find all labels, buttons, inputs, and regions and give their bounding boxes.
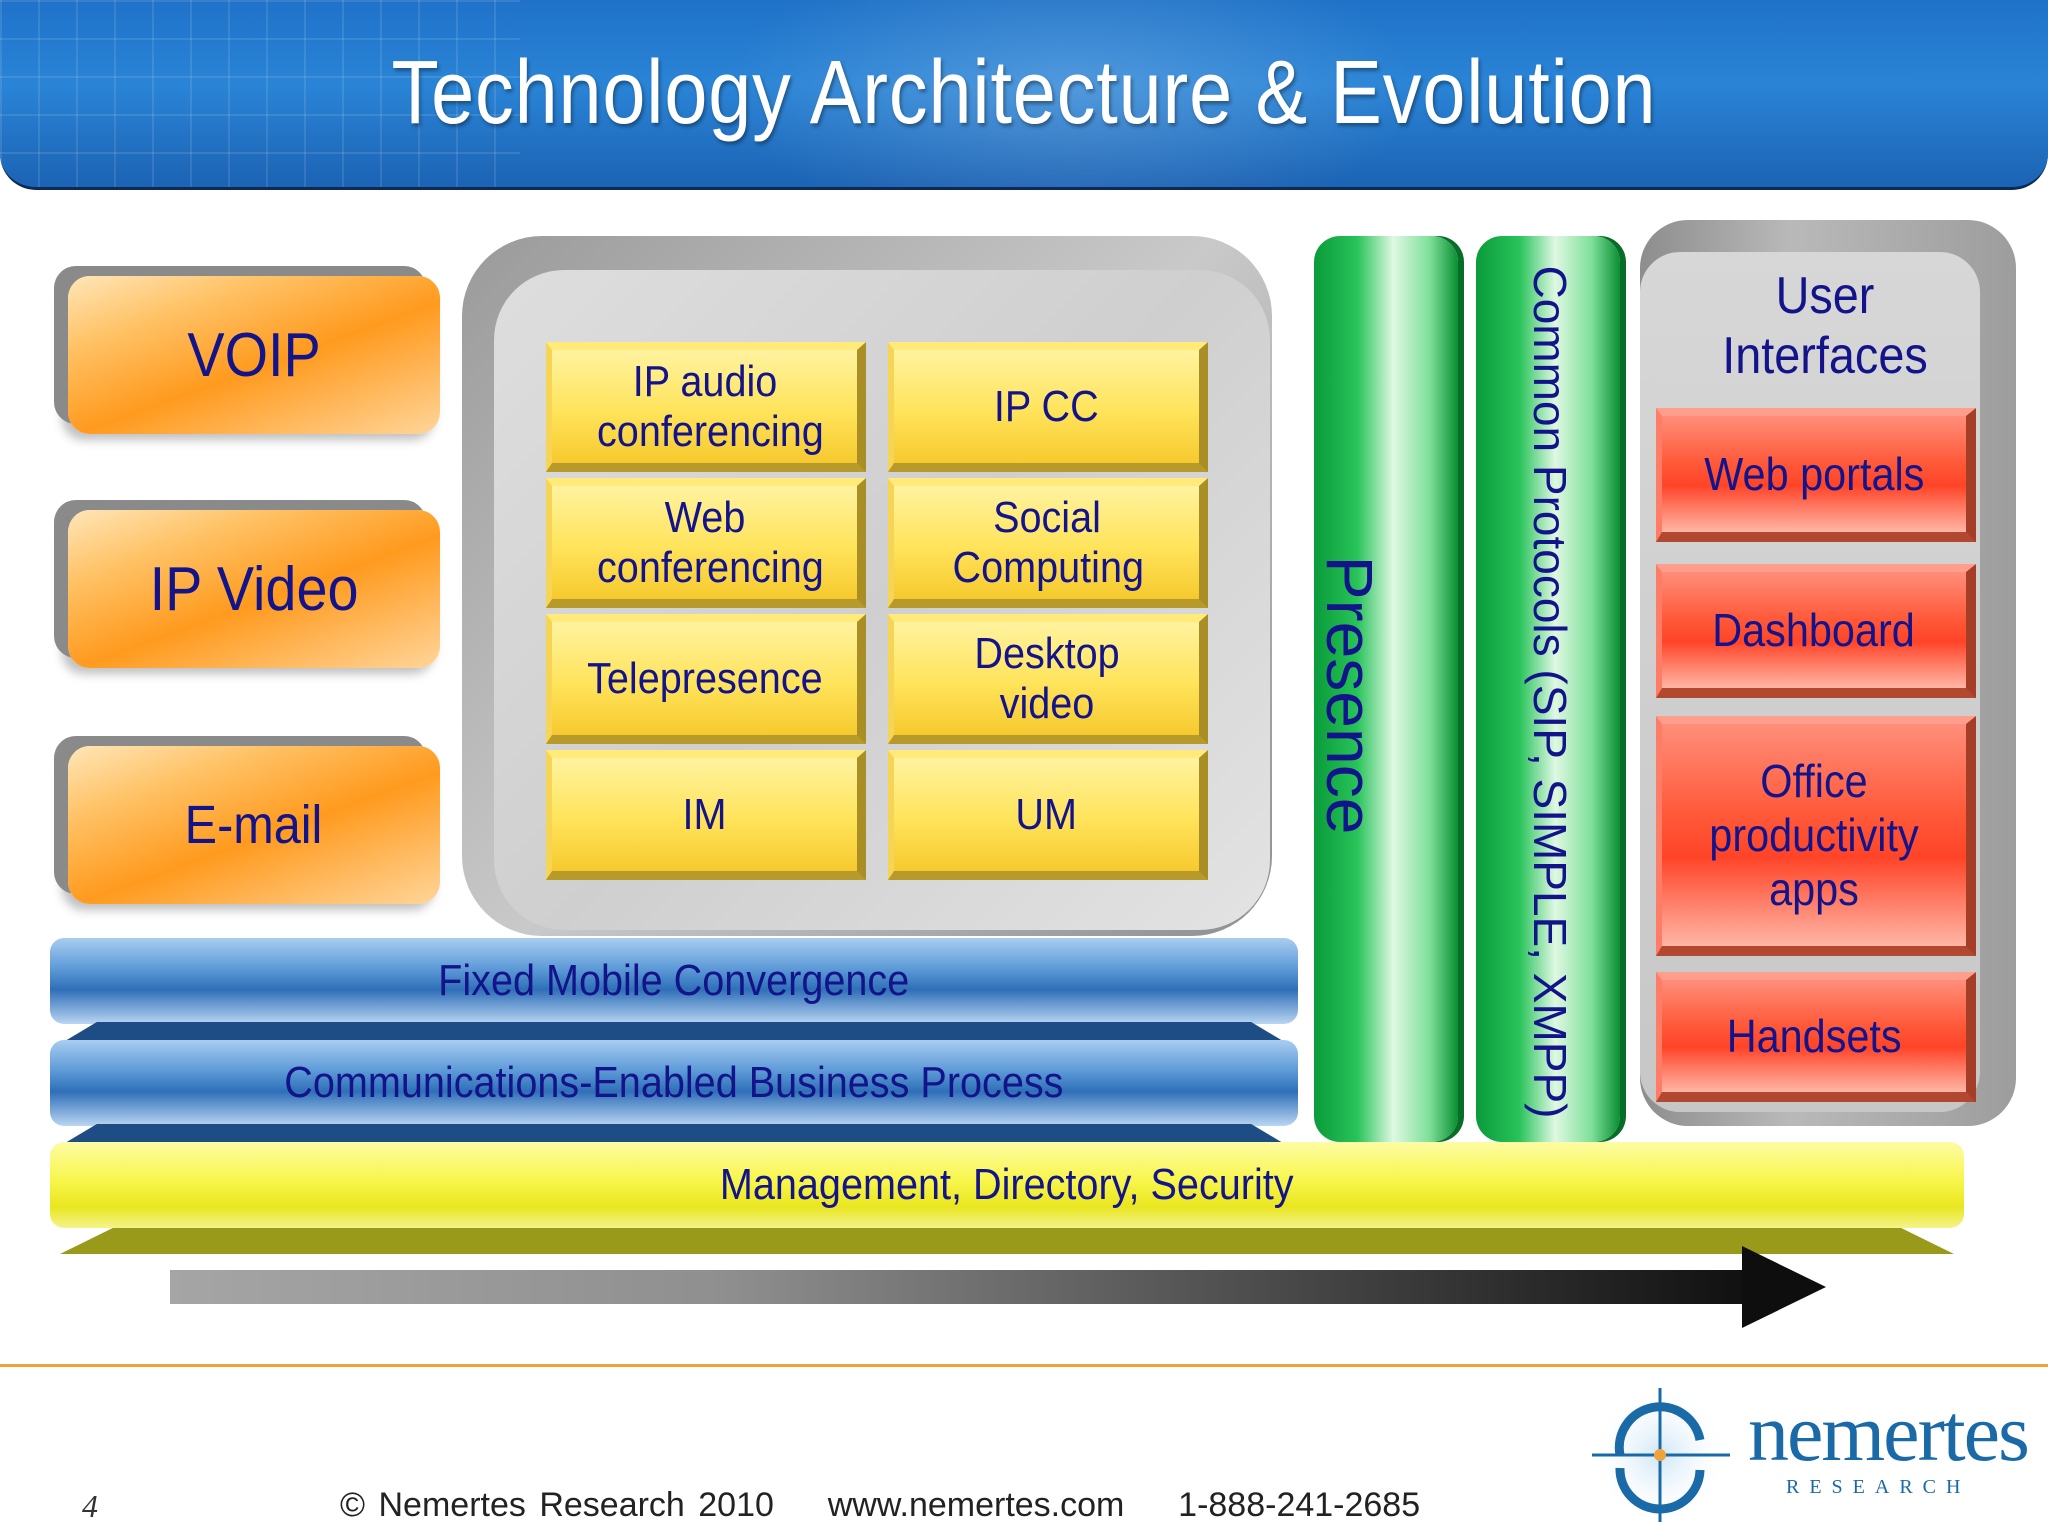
tile-im: IM xyxy=(546,750,866,880)
footer-website[interactable]: www.nemertes.com xyxy=(827,1486,1125,1524)
ui-item-label: Web portals xyxy=(1703,448,1925,500)
footer-info: © Nemertes Research 2010 www.nemertes.co… xyxy=(340,1486,1420,1525)
ui-item-label: Handsets xyxy=(1726,1010,1902,1062)
slide-title: Technology Architecture & Evolution xyxy=(391,43,1657,143)
footer-divider xyxy=(0,1364,2048,1367)
ip-video-label: IP Video xyxy=(149,554,359,624)
logo-wordmark: nemertes xyxy=(1748,1387,2030,1478)
tile-label: IM xyxy=(682,789,727,839)
protocols-column xyxy=(1476,236,1620,1142)
voip-label: VOIP xyxy=(187,320,321,390)
layer-label: Communications-Enabled Business Process xyxy=(284,1058,1064,1107)
tile-web-conferencing: Web conferencing xyxy=(546,478,866,608)
tile-ip-cc: IP CC xyxy=(888,342,1208,472)
ui-title-text: User Interfaces xyxy=(1722,267,1928,385)
page-number: 4 xyxy=(82,1488,98,1524)
presence-column xyxy=(1314,236,1458,1142)
layer-shadow xyxy=(60,1124,1288,1146)
ui-web-portals: Web portals xyxy=(1656,408,1976,542)
layer-fixed-mobile-convergence: Fixed Mobile Convergence xyxy=(50,938,1298,1024)
management-shadow xyxy=(60,1226,1954,1254)
ui-item-label: Dashboard xyxy=(1712,604,1916,656)
tile-label: Social Computing xyxy=(952,492,1144,592)
ui-dashboard: Dashboard xyxy=(1656,564,1976,698)
ip-video-box: IP Video xyxy=(68,510,440,668)
logo-crosshair-icon xyxy=(1590,1385,1730,1525)
nemertes-logo: nemertes RESEARCH xyxy=(1580,1380,2030,1530)
tile-telepresence: Telepresence xyxy=(546,614,866,744)
user-interfaces-title: User Interfaces xyxy=(1660,266,1990,386)
header-swoosh xyxy=(720,0,1420,187)
ui-item-label: Office productivity apps xyxy=(1709,755,1919,915)
footer-copyright: © Nemertes Research 2010 xyxy=(340,1486,774,1524)
footer-phone: 1-888-241-2685 xyxy=(1178,1486,1421,1524)
layer-label: Fixed Mobile Convergence xyxy=(438,956,910,1005)
ui-office-productivity-apps: Office productivity apps xyxy=(1656,716,1976,956)
header-grid-pattern xyxy=(0,0,520,187)
layer-shadow xyxy=(60,1022,1288,1044)
layer-management: Management, Directory, Security xyxy=(50,1142,1964,1228)
evolution-arrow xyxy=(170,1270,1750,1304)
tile-desktop-video: Desktop video xyxy=(888,614,1208,744)
header-banner: Technology Architecture & Evolution xyxy=(0,0,2048,190)
tile-um: UM xyxy=(888,750,1208,880)
layer-label: Management, Directory, Security xyxy=(720,1160,1294,1209)
tile-label: IP CC xyxy=(994,381,1099,431)
email-box: E-mail xyxy=(68,746,440,904)
email-label: E-mail xyxy=(185,795,323,855)
tile-social-computing: Social Computing xyxy=(888,478,1208,608)
ui-handsets: Handsets xyxy=(1656,972,1976,1102)
tile-label: Telepresence xyxy=(586,653,823,703)
voip-box: VOIP xyxy=(68,276,440,434)
presence-label: Presence xyxy=(1313,555,1387,835)
evolution-arrow-head xyxy=(1742,1246,1826,1328)
tile-label: UM xyxy=(1015,789,1078,839)
tile-label: IP audio conferencing xyxy=(596,356,824,456)
tile-label: Desktop video xyxy=(973,628,1120,728)
layer-cebp: Communications-Enabled Business Process xyxy=(50,1040,1298,1126)
logo-subtitle: RESEARCH xyxy=(1786,1476,1971,1498)
tile-ip-audio-conferencing: IP audio conferencing xyxy=(546,342,866,472)
tile-label: Web conferencing xyxy=(596,492,824,592)
protocols-label: Common Protocols (SIP, SIMPLE, XMPP) xyxy=(1524,265,1576,1119)
